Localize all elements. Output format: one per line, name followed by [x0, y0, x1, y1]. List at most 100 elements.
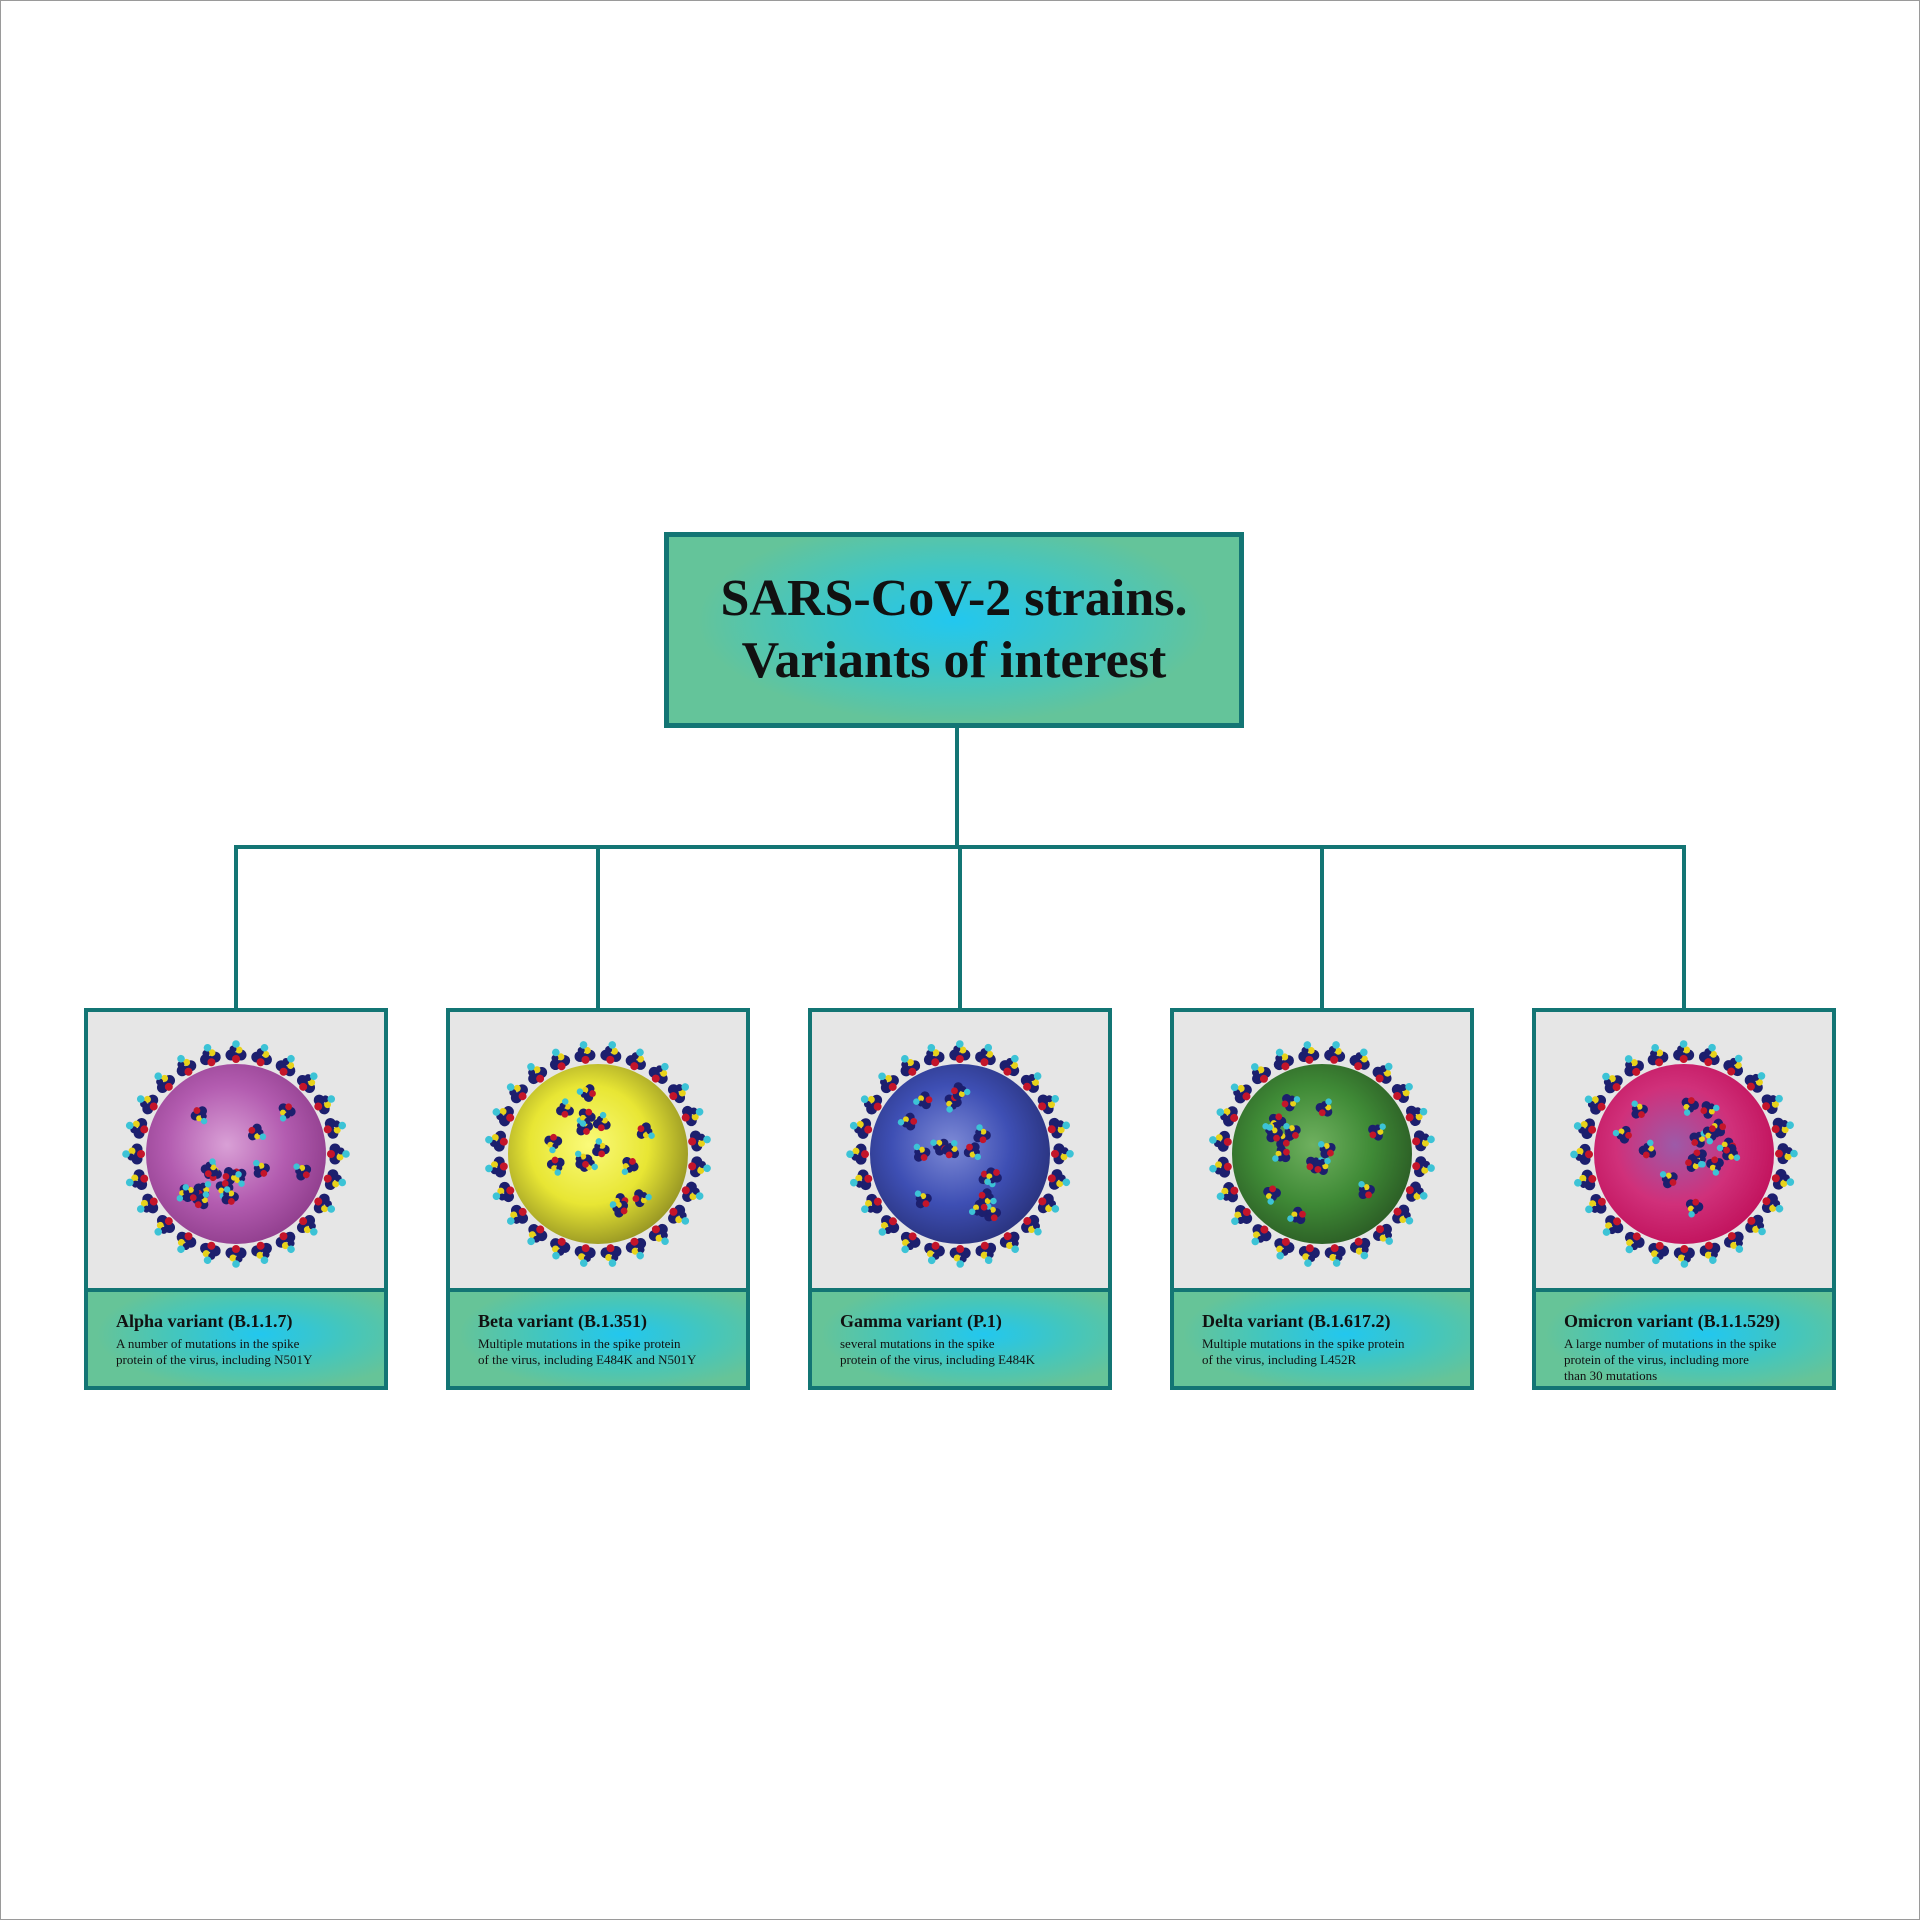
spike-protein — [1745, 1214, 1766, 1236]
spike-protein — [1723, 1054, 1744, 1077]
variant-label: Gamma variant (P.1) several mutations in … — [812, 1288, 1108, 1386]
title-line-1: SARS-CoV-2 strains. — [720, 570, 1188, 627]
spike-protein — [1624, 1055, 1645, 1077]
virus-icon — [1570, 1040, 1798, 1268]
title-line-2: Variants of interest — [741, 632, 1167, 689]
surface-protein — [1612, 1125, 1632, 1144]
spike-protein — [1774, 1143, 1798, 1165]
spike-protein — [323, 1169, 347, 1190]
spike-protein — [999, 1231, 1020, 1253]
spike-protein — [999, 1054, 1020, 1077]
spike-protein — [275, 1231, 296, 1254]
spike-protein — [1216, 1182, 1239, 1203]
spike-protein — [688, 1130, 711, 1152]
surface-protein — [200, 1158, 219, 1178]
spike-protein — [225, 1245, 247, 1268]
description-line: protein of the virus, including E484K — [840, 1352, 1035, 1367]
spike-protein — [861, 1193, 883, 1214]
spike-protein — [327, 1143, 350, 1165]
spike-protein — [1209, 1130, 1232, 1152]
spike-protein — [1624, 1231, 1645, 1254]
spike-protein — [136, 1094, 159, 1115]
surface-protein — [1283, 1123, 1301, 1141]
spike-protein — [154, 1214, 176, 1236]
spike-protein — [900, 1231, 921, 1254]
spike-protein — [1373, 1223, 1393, 1245]
spike-protein — [1570, 1143, 1594, 1165]
variant-name: Beta variant (B.1.351) — [478, 1311, 647, 1331]
surface-protein — [578, 1108, 596, 1127]
spike-protein — [1047, 1117, 1071, 1139]
virus-body — [1594, 1064, 1774, 1244]
surface-protein — [913, 1143, 931, 1162]
surface-protein — [221, 1186, 239, 1205]
surface-protein — [293, 1163, 312, 1181]
spike-protein — [506, 1204, 529, 1225]
variant-name: Gamma variant (P.1) — [840, 1311, 1002, 1331]
spike-protein — [975, 1043, 996, 1067]
spike-protein — [1209, 1156, 1232, 1178]
surface-protein — [1685, 1154, 1705, 1172]
spike-protein — [1723, 1231, 1744, 1253]
variant-label: Alpha variant (B.1.1.7) A number of mutat… — [88, 1288, 384, 1386]
surface-protein — [1368, 1123, 1386, 1141]
spike-protein — [1405, 1181, 1428, 1202]
spike-protein — [296, 1214, 318, 1236]
spike-protein — [1392, 1204, 1414, 1225]
spike-protein — [1020, 1072, 1042, 1093]
spike-protein — [648, 1062, 669, 1084]
spike-protein — [1251, 1224, 1272, 1246]
variant-description: A large number of mutations in the spike… — [1564, 1336, 1822, 1384]
surface-protein — [897, 1112, 918, 1131]
variant-card: Gamma variant (P.1) several mutations in … — [808, 1008, 1112, 1390]
description-line: several mutations in the spike — [840, 1336, 995, 1351]
variant-card: Delta variant (B.1.617.2)Multiple mutati… — [1170, 1008, 1474, 1390]
spike-protein — [1412, 1130, 1435, 1152]
variant-card: Omicron variant (B.1.1.529)A large numbe… — [1532, 1008, 1836, 1390]
spike-protein — [878, 1072, 899, 1094]
spike-protein — [176, 1231, 197, 1254]
surface-protein — [1313, 1157, 1331, 1175]
spike-protein — [667, 1083, 690, 1104]
variant-name: Alpha variant (B.1.1.7) — [116, 1311, 293, 1331]
spike-protein — [125, 1118, 149, 1139]
surface-protein — [1287, 1206, 1306, 1225]
description-line: A number of mutations in the spike — [116, 1336, 300, 1351]
variant-illustration — [1536, 1012, 1832, 1288]
spike-protein — [296, 1072, 318, 1094]
spike-protein — [527, 1062, 548, 1085]
surface-protein — [1266, 1124, 1283, 1143]
spike-protein — [681, 1181, 704, 1202]
spike-protein — [125, 1169, 149, 1190]
surface-protein — [1681, 1097, 1699, 1116]
spike-protein — [1251, 1063, 1271, 1085]
spike-protein — [849, 1169, 873, 1191]
description-line: protein of the virus, including more — [1564, 1352, 1749, 1367]
spike-protein — [1648, 1241, 1670, 1265]
spike-protein — [1761, 1193, 1784, 1214]
surface-protein — [1722, 1144, 1741, 1161]
spike-protein — [1047, 1169, 1071, 1190]
description-line: of the virus, including L452R — [1202, 1352, 1357, 1367]
spike-protein — [1412, 1156, 1435, 1178]
spike-protein — [1585, 1193, 1607, 1214]
spike-protein — [313, 1094, 336, 1115]
spike-protein — [849, 1118, 873, 1139]
variant-label: Beta variant (B.1.351) Multiple mutations… — [450, 1288, 746, 1386]
spike-protein — [225, 1040, 247, 1063]
variant-name: Delta variant (B.1.617.2) — [1202, 1311, 1391, 1331]
spike-protein — [1298, 1041, 1320, 1064]
surface-protein — [592, 1138, 610, 1158]
spike-protein — [1673, 1040, 1695, 1064]
spike-protein — [1372, 1062, 1393, 1084]
surface-protein — [1702, 1125, 1721, 1145]
surface-protein — [1318, 1141, 1336, 1159]
surface-protein — [968, 1199, 988, 1218]
surface-protein — [1659, 1171, 1678, 1189]
spike-protein — [485, 1130, 508, 1152]
surface-protein — [1272, 1145, 1291, 1163]
spike-protein — [549, 1048, 571, 1071]
surface-protein — [984, 1167, 1002, 1185]
surface-protein — [592, 1111, 611, 1132]
